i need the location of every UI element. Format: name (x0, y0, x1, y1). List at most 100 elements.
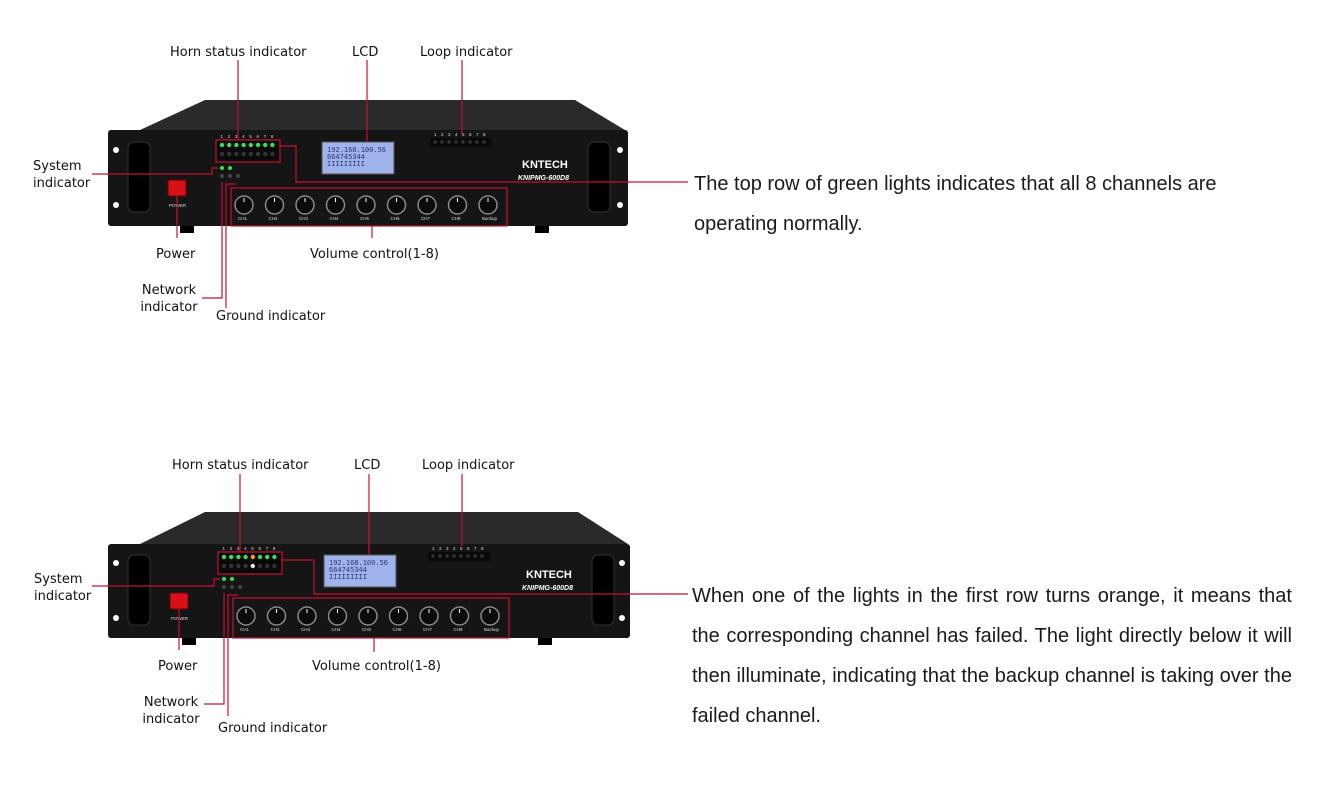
loop-led-8 (480, 554, 484, 558)
system-network-leds (222, 577, 242, 589)
horn-led-top-6 (255, 142, 261, 148)
line-description (280, 145, 688, 183)
loop-number-1: 1 (434, 132, 437, 137)
line-volume-box (232, 597, 510, 639)
horn-led-top-1 (219, 142, 225, 148)
lcd-line-2: 664745344 (327, 153, 365, 161)
led-number-2: 2 (228, 134, 231, 139)
horn-led-bottom-1 (219, 151, 225, 157)
left-screw-bottom (113, 202, 119, 208)
loop-led-strip (428, 552, 490, 561)
line-system (92, 578, 220, 587)
left-screw-top (113, 560, 119, 566)
loop-led-7 (473, 554, 477, 558)
right-handle (591, 554, 615, 626)
horn-led-top-4 (243, 554, 248, 560)
horn-led-bottom-5 (250, 563, 255, 569)
left-handle (127, 554, 151, 626)
led-number-1: 1 (221, 134, 224, 139)
horn-led-bottom-5 (248, 151, 253, 157)
loop-led-3 (447, 140, 451, 144)
ground-indicator-label: Ground indicator (216, 309, 326, 324)
loop-number-5: 5 (460, 546, 463, 551)
volume-knob-ch1 (236, 606, 256, 626)
loop-number-4: 4 (455, 132, 458, 137)
horn-led-top-3 (234, 142, 239, 148)
led-number-3: 3 (235, 134, 238, 139)
horn-led-top-4 (241, 142, 246, 148)
horn-led-top-8 (272, 554, 277, 560)
lcd-screen (321, 141, 395, 175)
power-switch (169, 592, 189, 610)
lcd-line-3: IIIIIIIII (329, 573, 367, 581)
loop-number-2: 2 (439, 546, 442, 551)
knob-label-ch8: CH8 (452, 216, 461, 221)
system-indicator-label: System indicator (33, 159, 91, 191)
description-text: The top row of green lights indicates th… (694, 173, 1217, 235)
right-screw-top (619, 560, 625, 566)
horn-led-top-7 (263, 142, 268, 148)
power-switch-label: POWER (169, 203, 187, 208)
knob-label-ch1: CH1 (238, 216, 247, 221)
horn-led-bottom-8 (270, 151, 275, 157)
callout-lines (92, 60, 688, 308)
led-number-5: 5 (251, 546, 254, 551)
device-top-lid (140, 512, 628, 544)
left-screw-top (113, 147, 119, 153)
lcd-line-2: 664745344 (329, 566, 367, 574)
right-screw-bottom (617, 202, 623, 208)
model-label: KNIPMG-600D8 (518, 175, 569, 182)
brand-logo: KNTECH (522, 159, 568, 171)
knob-label-ch5: CH5 (360, 216, 369, 221)
loop-number-6: 6 (467, 546, 470, 551)
volume-knob-ch3 (297, 606, 317, 626)
horn-led-top-1 (221, 554, 227, 560)
led-number-4: 4 (244, 546, 247, 551)
knob-label-ch7: CH7 (421, 216, 430, 221)
led-number-8: 8 (271, 134, 274, 139)
led-number-8: 8 (273, 546, 276, 551)
power-label: Power (156, 247, 196, 262)
horn-led-bottom-1 (221, 563, 227, 569)
lcd-label: LCD (352, 45, 379, 60)
loop-number-7: 7 (476, 132, 479, 137)
horn-led-top-5 (248, 142, 253, 148)
power-switch-label: POWER (171, 616, 189, 621)
foot-right (535, 226, 549, 233)
loop-number-4: 4 (453, 546, 456, 551)
model-label: KNIPMG-600D8 (522, 585, 573, 592)
volume-control-label: Volume control(1-8) (312, 659, 441, 674)
led-number-7: 7 (264, 134, 267, 139)
volume-knob-ch8 (447, 195, 468, 215)
loop-number-2: 2 (441, 132, 444, 137)
volume-knob-ch4 (327, 606, 348, 626)
volume-knob-ch5 (356, 195, 376, 215)
knob-label-ch8: CH8 (454, 627, 463, 632)
loop-number-8: 8 (481, 546, 484, 551)
horn-led-top-2 (229, 554, 234, 560)
knob-label-backup: Backup (482, 216, 498, 221)
line-system (92, 167, 218, 175)
loop-number-7: 7 (474, 546, 477, 551)
foot-left (182, 638, 196, 645)
foot-left (180, 226, 194, 233)
knob-label-ch6: CH6 (393, 627, 402, 632)
volume-knob-backup (480, 606, 500, 626)
volume-knob-ch1 (234, 195, 254, 215)
volume-knob-ch5 (358, 606, 378, 626)
power-label: Power (158, 659, 198, 674)
lcd-line-1: 192.168.100.56 (329, 559, 388, 567)
knob-label-ch3: CH3 (299, 216, 308, 221)
horn-led-bottom-3 (234, 151, 239, 157)
loop-led-1 (433, 140, 437, 144)
led-number-3: 3 (237, 546, 240, 551)
loop-indicator-label: Loop indicator (420, 45, 513, 60)
loop-led-8 (482, 140, 486, 144)
line-led-box (215, 139, 281, 163)
horn-led-bottom-7 (265, 563, 270, 569)
loop-led-6 (468, 140, 472, 144)
